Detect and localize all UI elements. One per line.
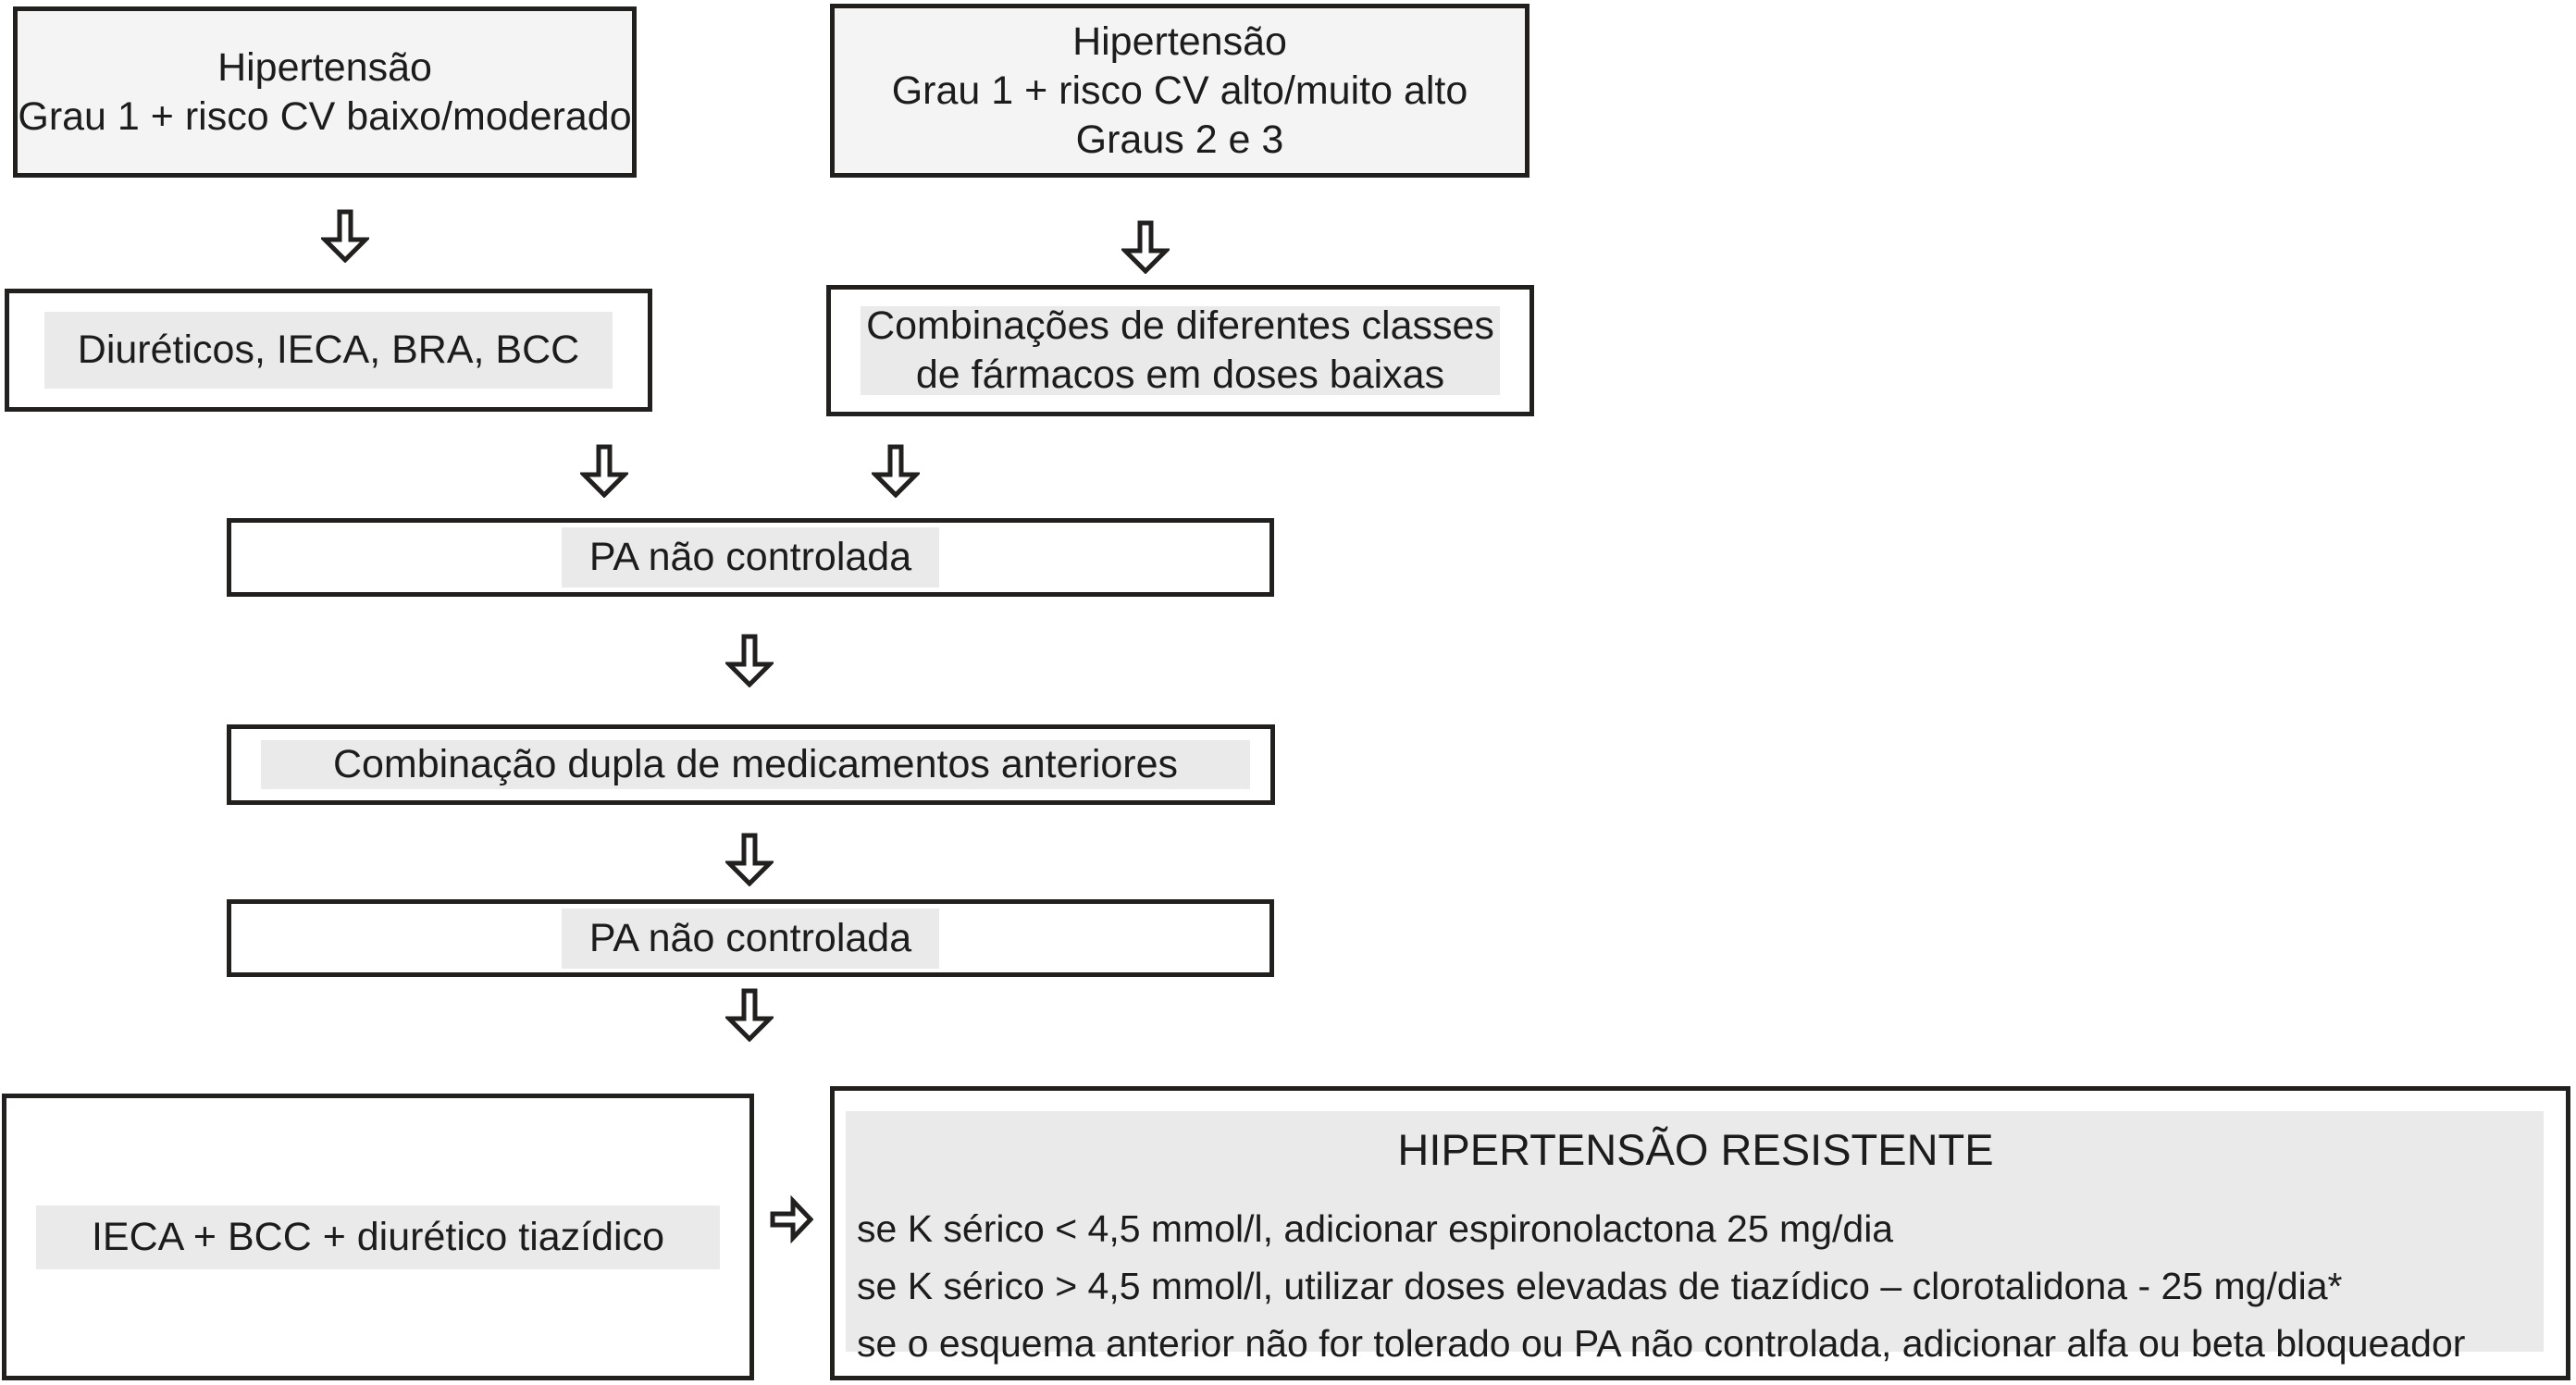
node-line: Grau 1 + risco CV baixo/moderado <box>18 93 632 139</box>
node-line: Hipertensão <box>217 44 432 90</box>
node-label: Diuréticos, IECA, BRA, BCC <box>77 328 580 372</box>
node-line: Grau 1 + risco CV alto/muito alto <box>891 68 1468 113</box>
down-arrow-icon <box>723 833 776 891</box>
node-line: Graus 2 e 3 <box>1075 117 1284 162</box>
node-pa-nao-controlada-2: PA não controlada <box>227 899 1274 977</box>
highlight-band: Combinação dupla de medicamentos anterio… <box>261 740 1250 789</box>
highlight-band: IECA + BCC + diurético tiazídico <box>36 1205 720 1269</box>
highlight-band: Combinações de diferentes classes de fár… <box>861 303 1500 397</box>
down-arrow-icon <box>1119 220 1172 278</box>
resistant-line-3: se o esquema anterior não for tolerado o… <box>857 1322 2466 1365</box>
highlight-panel: HIPERTENSÃO RESISTENTE se K sérico < 4,5… <box>846 1111 2544 1365</box>
node-line: de fármacos em doses baixas <box>915 352 1445 397</box>
node-label: PA não controlada <box>561 527 940 587</box>
resistant-line-1: se K sérico < 4,5 mmol/l, adicionar espi… <box>857 1207 1894 1250</box>
down-arrow-icon <box>723 634 776 692</box>
node-label: PA não controlada <box>561 908 940 969</box>
down-arrow-icon <box>577 444 631 502</box>
node-hipertensao-grau1-baixo-moderado: Hipertensão Grau 1 + risco CV baixo/mode… <box>13 6 637 178</box>
node-line: Hipertensão <box>1072 19 1287 64</box>
down-arrow-icon <box>318 209 372 267</box>
node-line: Combinações de diferentes classes <box>866 303 1494 348</box>
right-arrow-icon <box>769 1194 814 1248</box>
node-combinacao-dupla: Combinação dupla de medicamentos anterio… <box>227 724 1275 805</box>
resistant-hypertension-title: HIPERTENSÃO RESISTENTE <box>1397 1125 1994 1174</box>
highlight-band: Diuréticos, IECA, BRA, BCC <box>44 312 613 389</box>
node-pa-nao-controlada-1: PA não controlada <box>227 518 1274 597</box>
node-hipertensao-grau1-alto-graus23: Hipertensão Grau 1 + risco CV alto/muito… <box>830 4 1530 178</box>
node-label: Combinação dupla de medicamentos anterio… <box>332 742 1179 786</box>
node-hipertensao-resistente: HIPERTENSÃO RESISTENTE se K sérico < 4,5… <box>830 1086 2570 1380</box>
resistant-line-2: se K sérico > 4,5 mmol/l, utilizar doses… <box>857 1265 2343 1307</box>
node-diureticos-ieca-bra-bcc: Diuréticos, IECA, BRA, BCC <box>5 289 652 412</box>
node-label: IECA + BCC + diurético tiazídico <box>91 1214 664 1259</box>
node-combinacoes-doses-baixas: Combinações de diferentes classes de fár… <box>826 285 1534 416</box>
down-arrow-icon <box>723 988 776 1046</box>
down-arrow-icon <box>869 444 923 502</box>
node-ieca-bcc-tiazidico: IECA + BCC + diurético tiazídico <box>2 1094 754 1380</box>
